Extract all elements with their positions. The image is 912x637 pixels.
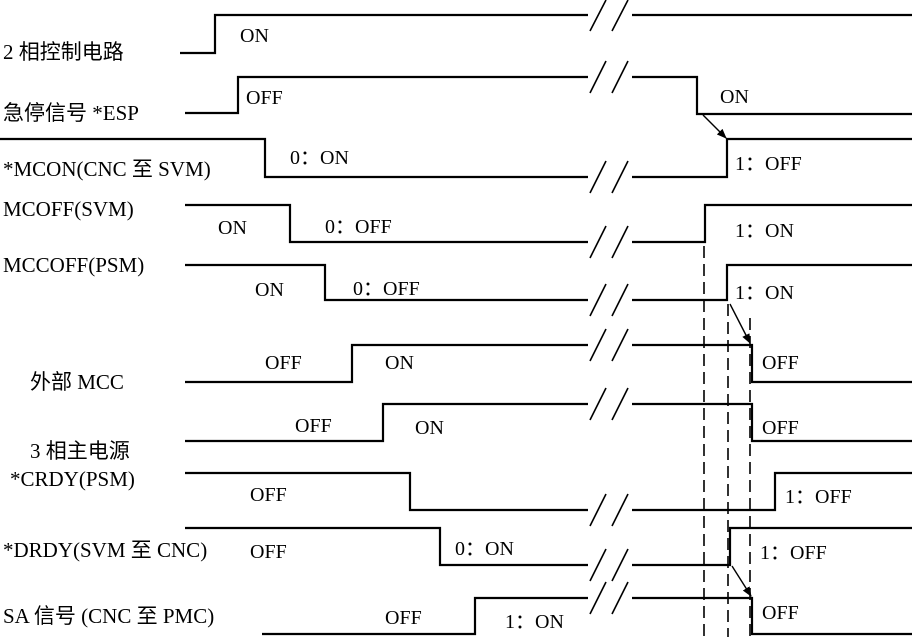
- state-label: OFF: [250, 484, 287, 506]
- signal-row-sa: SA 信号 (CNC 至 PMC) OFF 1：ON OFF: [3, 581, 912, 636]
- break-mark: [611, 60, 629, 94]
- state-label: OFF: [265, 352, 302, 374]
- waveform-before-break: [185, 402, 588, 443]
- signal-label: 2 相控制电路: [3, 40, 124, 64]
- state-label: OFF: [246, 87, 283, 109]
- signal-label: MCCOFF(PSM): [3, 253, 144, 277]
- waveform-after-break: [632, 263, 912, 302]
- state-label: ON: [255, 279, 284, 301]
- state-label: 1：ON: [505, 611, 564, 633]
- signal-row-esp: 急停信号 *ESP OFF ON: [3, 60, 912, 125]
- signal-label: MCOFF(SVM): [3, 197, 134, 221]
- waveform-before-break: [185, 471, 588, 512]
- waveform-before-break: [262, 596, 588, 636]
- state-label: 1：OFF: [785, 486, 852, 508]
- break-mark: [589, 328, 607, 362]
- waveform-before-break: [185, 526, 588, 567]
- break-mark: [589, 387, 607, 421]
- break-mark: [611, 0, 629, 32]
- signal-label: *MCON(CNC 至 SVM): [3, 157, 211, 181]
- state-label: 0：OFF: [325, 216, 392, 238]
- break-mark: [589, 160, 607, 194]
- break-mark: [611, 283, 629, 317]
- waveform-after-break: [632, 137, 912, 179]
- state-label: OFF: [295, 415, 332, 437]
- waveform-after-break: [632, 596, 912, 636]
- break-mark: [589, 0, 607, 32]
- waveform-before-break: [0, 137, 588, 179]
- waveform-after-break: [632, 343, 912, 384]
- waveform-after-break: [632, 402, 912, 443]
- break-mark: [611, 225, 629, 259]
- break-mark: [611, 160, 629, 194]
- waveform-before-break: [185, 203, 588, 244]
- waveform-after-break: [632, 526, 912, 567]
- signal-label: 外部 MCC: [30, 370, 124, 394]
- break-mark: [589, 283, 607, 317]
- state-label: OFF: [250, 541, 287, 563]
- state-label: OFF: [762, 417, 799, 439]
- state-label: 1：OFF: [760, 542, 827, 564]
- state-label: ON: [720, 86, 749, 108]
- state-label: ON: [385, 352, 414, 374]
- waveform-before-break: [180, 13, 588, 55]
- state-label: OFF: [762, 352, 799, 374]
- break-mark: [611, 548, 629, 582]
- waveform-after-break: [632, 203, 912, 244]
- signal-row-drdy: *DRDY(SVM 至 CNC) OFF 0：ON 1：OFF: [3, 526, 912, 582]
- waveform-before-break: [185, 343, 588, 384]
- waveform-before-break: [185, 75, 588, 115]
- break-mark: [611, 493, 629, 527]
- signal-label: SA 信号 (CNC 至 PMC): [3, 604, 214, 628]
- waveform-after-break: [632, 75, 912, 116]
- break-mark: [589, 581, 607, 615]
- causality-arrow: [702, 114, 727, 139]
- break-mark: [589, 548, 607, 582]
- causality-arrow: [729, 303, 751, 344]
- break-mark: [589, 225, 607, 259]
- state-label: ON: [218, 217, 247, 239]
- signal-label: *DRDY(SVM 至 CNC): [3, 538, 207, 562]
- signal-label: 3 相主电源: [30, 439, 130, 463]
- causality-arrow: [731, 565, 752, 597]
- signal-row-3-phase-main-power: 3 相主电源 OFF ON OFF: [30, 387, 912, 463]
- signal-row-crdy: *CRDY(PSM) OFF 1：OFF: [10, 467, 912, 527]
- state-label: 0：OFF: [353, 278, 420, 300]
- state-label: ON: [240, 25, 269, 47]
- state-label: 1：ON: [735, 282, 794, 304]
- break-mark: [589, 493, 607, 527]
- break-mark: [611, 581, 629, 615]
- state-label: OFF: [385, 607, 422, 629]
- state-label: 0：ON: [455, 538, 514, 560]
- state-label: 1：ON: [735, 220, 794, 242]
- state-label: ON: [415, 417, 444, 439]
- signal-label: *CRDY(PSM): [10, 467, 135, 491]
- state-label: 0：ON: [290, 147, 349, 169]
- signal-row-mccoff: MCCOFF(PSM) ON 0：OFF 1：ON: [3, 253, 912, 317]
- signal-row-mcoff: MCOFF(SVM) ON 0：OFF 1：ON: [3, 197, 912, 259]
- signal-row-mcon: *MCON(CNC 至 SVM) 0：ON 1：OFF: [0, 137, 912, 194]
- state-label: 1：OFF: [735, 153, 802, 175]
- break-mark: [589, 60, 607, 94]
- state-label: OFF: [762, 602, 799, 624]
- signal-label: 急停信号 *ESP: [3, 101, 139, 125]
- signal-row-2-phase-control: 2 相控制电路 ON: [3, 0, 912, 64]
- signal-row-external-mcc: 外部 MCC OFF ON OFF: [30, 328, 912, 394]
- waveform-after-break: [632, 471, 912, 512]
- break-mark: [611, 387, 629, 421]
- waveform-before-break: [185, 263, 588, 302]
- break-mark: [611, 328, 629, 362]
